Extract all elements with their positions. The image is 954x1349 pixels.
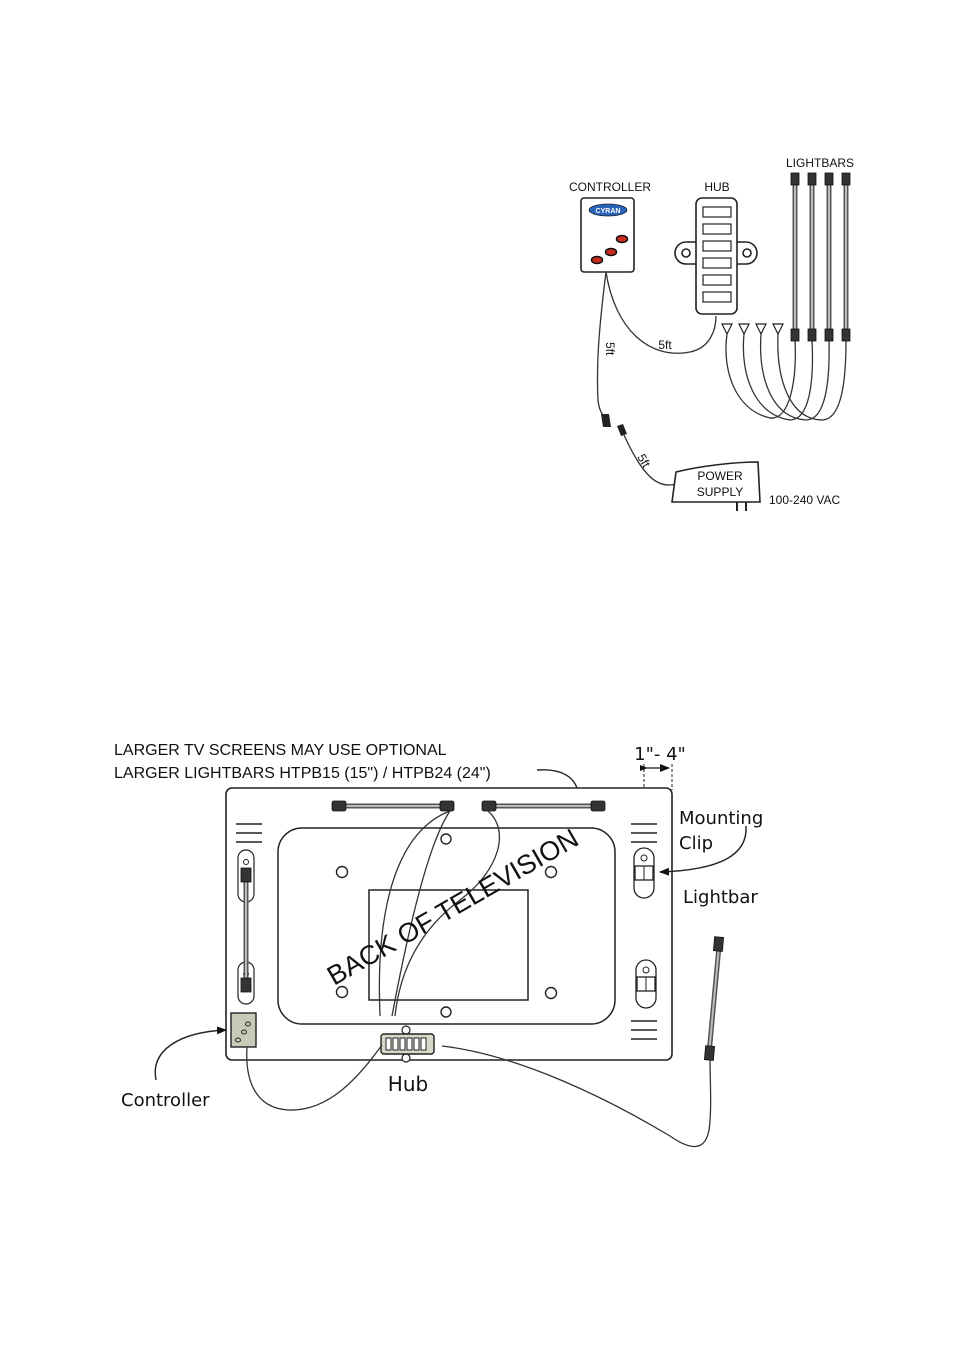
cable-controller-power-length: 5ft — [603, 342, 617, 356]
voltage-label: 100-240 VAC — [769, 493, 840, 507]
cable-controller-hub-length: 5ft — [658, 338, 672, 352]
cable-power-supply-length: 5ft — [634, 452, 653, 471]
mounting-clip-right-top — [634, 848, 654, 898]
top-connection-diagram: CONTROLLER HUB LIGHTBARS CYRAN — [569, 156, 854, 511]
tv-mounting-diagram: LARGER TV SCREENS MAY USE OPTIONAL LARGE… — [114, 742, 763, 1147]
power-supply-label-2: SUPPLY — [697, 485, 743, 499]
mounting-clip-right-bottom — [636, 960, 656, 1008]
mounting-clip-label-1: Mounting — [679, 808, 763, 829]
lightbars-label: LIGHTBARS — [786, 156, 854, 170]
lightbar-label: Lightbar — [683, 887, 758, 908]
lightbar-2 — [808, 173, 816, 341]
mounting-clip-label-2: Clip — [679, 833, 713, 854]
spacing-dimension-label: 1"- 4" — [634, 744, 686, 765]
controller-arrow — [155, 1030, 226, 1080]
lightbar-4 — [842, 173, 850, 341]
controller-button-2 — [606, 249, 617, 256]
loose-lightbar — [704, 937, 723, 1061]
lightbar-3 — [825, 173, 833, 341]
hub-output-connectors — [722, 324, 783, 334]
lightbar-1 — [791, 173, 799, 341]
controller-unit: CYRAN — [581, 198, 634, 272]
lightbar-cables — [726, 334, 846, 420]
controller-label-bottom: Controller — [121, 1090, 210, 1111]
cable-hub-to-lightbar — [442, 1046, 711, 1147]
controller-logo-text: CYRAN — [596, 208, 621, 215]
hub-label: HUB — [704, 180, 729, 194]
optional-lightbars-note-line-2: LARGER LIGHTBARS HTPB15 (15") / HTPB24 (… — [114, 765, 491, 782]
optional-lightbars-note-line-1: LARGER TV SCREENS MAY USE OPTIONAL — [114, 742, 447, 759]
dc-plug-connector — [601, 414, 627, 436]
lightbars-group — [791, 173, 850, 341]
controller-button-3 — [592, 257, 603, 264]
controller-label: CONTROLLER — [569, 180, 651, 194]
power-supply-unit: POWER SUPPLY — [672, 462, 760, 511]
tv-controller-unit — [231, 1013, 256, 1047]
power-supply-label-1: POWER — [697, 469, 743, 483]
hub-label-bottom: Hub — [388, 1072, 428, 1096]
controller-button-1 — [617, 236, 628, 243]
hub-unit — [675, 198, 757, 314]
